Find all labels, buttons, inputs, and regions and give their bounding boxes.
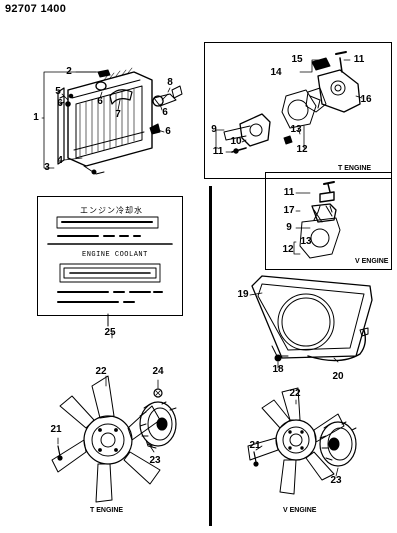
caption-v-engine-upper: V ENGINE — [355, 258, 389, 265]
divider-line — [209, 186, 212, 526]
callout-23a: 23 — [149, 455, 161, 466]
callout-25: 25 — [104, 327, 116, 338]
callout-12b: 12 — [282, 244, 294, 255]
callout-11c: 11 — [283, 187, 295, 198]
callout-10: 10 — [230, 136, 242, 147]
coolant-label-english-text: ENGINE COOLANT — [82, 251, 148, 259]
callout-6d: 6 — [162, 107, 168, 118]
callout-9b: 9 — [286, 222, 292, 233]
callout-6b: 6 — [97, 96, 103, 107]
callout-17: 17 — [283, 205, 295, 216]
caption-t-engine-upper: T ENGINE — [338, 165, 372, 172]
callout-24: 24 — [152, 366, 164, 377]
callout-13b: 13 — [300, 236, 312, 247]
radiator-drawing — [57, 67, 183, 175]
t-engine-thermostat-drawing — [223, 51, 361, 154]
v-engine-thermostat-frame — [265, 172, 392, 270]
callout-22a: 22 — [95, 366, 107, 377]
caption-t-engine-lower: T ENGINE — [90, 507, 124, 514]
callout-14: 14 — [270, 67, 282, 78]
v-engine-fan-clutch-drawing — [319, 421, 357, 467]
callout-22b: 22 — [289, 388, 301, 399]
callout-2: 2 — [66, 66, 72, 77]
t-engine-bolts — [57, 388, 163, 461]
t-engine-fan-drawing — [51, 375, 161, 503]
coolant-label-frame — [37, 196, 183, 316]
v-engine-thermostat-drawing — [299, 181, 341, 259]
callout-6a: 6 — [57, 98, 63, 109]
v-engine-bolt — [253, 451, 259, 467]
callout-5: 5 — [55, 86, 61, 97]
callout-7: 7 — [115, 109, 121, 120]
callout-21a: 21 — [50, 424, 62, 435]
callout-9a: 9 — [211, 124, 217, 135]
callout-3: 3 — [44, 162, 50, 173]
v-engine-fan-drawing — [247, 387, 345, 495]
t-engine-fan-clutch-drawing — [139, 401, 177, 449]
callout-6c: 6 — [165, 126, 171, 137]
document-id: 92707 1400 — [5, 3, 67, 15]
callout-12a: 12 — [296, 144, 308, 155]
callout-18: 18 — [272, 364, 284, 375]
callout-20: 20 — [332, 371, 344, 382]
callout-1: 1 — [33, 112, 39, 123]
t-engine-thermostat-frame — [204, 42, 392, 179]
callout-8: 8 — [167, 77, 173, 88]
callout-15: 15 — [291, 54, 303, 65]
callout-16: 16 — [360, 94, 372, 105]
coolant-label-japanese-text: エンジン冷却水 — [80, 206, 143, 215]
callout-21b: 21 — [249, 440, 261, 451]
coolant-label-artwork — [47, 216, 173, 327]
callout-23b: 23 — [330, 475, 342, 486]
callout-11a: 11 — [353, 54, 365, 65]
callout-11b: 11 — [212, 146, 224, 157]
callout-19: 19 — [237, 289, 249, 300]
caption-v-engine-lower: V ENGINE — [283, 507, 317, 514]
callout-13a: 13 — [290, 124, 302, 135]
fan-shroud-drawing — [251, 275, 373, 362]
callout-4: 4 — [57, 155, 63, 166]
